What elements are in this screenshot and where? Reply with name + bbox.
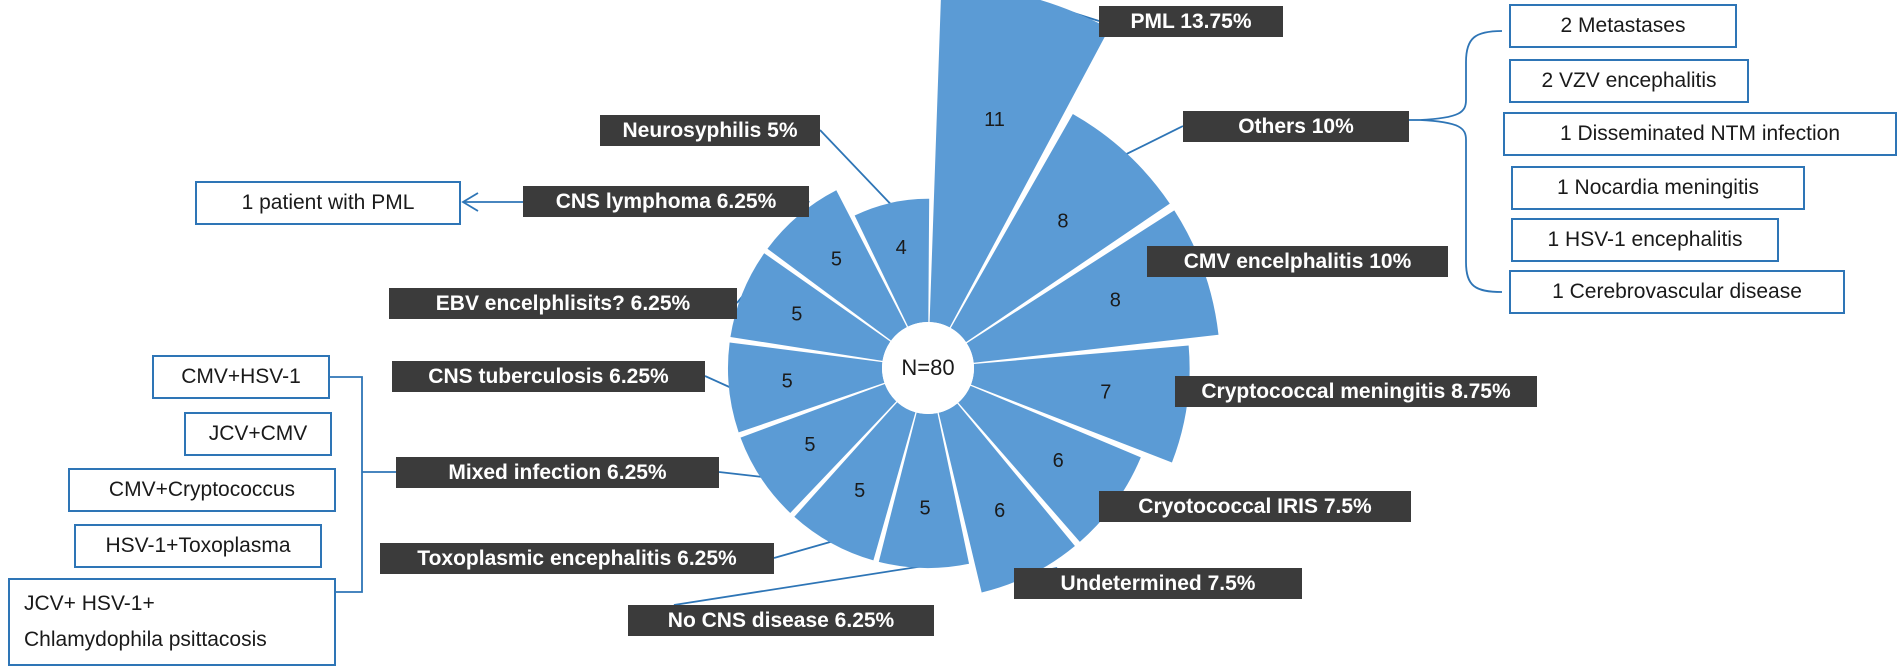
category-label: Neurosyphilis 5% [600, 115, 820, 146]
category-label: Cryotococcal IRIS 7.5% [1099, 491, 1411, 522]
mixed-detail-box: CMV+HSV-1 [152, 355, 330, 399]
value-label: 6 [1053, 450, 1064, 472]
value-label: 5 [804, 434, 815, 456]
mixed-detail-box: HSV-1+Toxoplasma [74, 524, 322, 568]
category-label: CNS lymphoma 6.25% [523, 186, 809, 217]
category-label: PML 13.75% [1099, 6, 1283, 37]
others-detail-box: 2 Metastases [1509, 4, 1737, 48]
center-circle [882, 322, 974, 414]
mixed-detail-box: JCV+CMV [184, 412, 332, 456]
category-label: Cryptococcal meningitis 8.75% [1175, 376, 1537, 407]
value-label: 5 [919, 498, 930, 520]
value-label: 4 [896, 237, 907, 259]
bar-segment [950, 113, 1170, 343]
bar-segment [727, 342, 885, 433]
value-label: 5 [831, 248, 842, 270]
bar-segment [730, 253, 891, 361]
bar-segment [767, 190, 907, 341]
category-label: Toxoplasmic encephalitis 6.25% [380, 543, 774, 574]
bar-segment [970, 345, 1190, 463]
value-label: 11 [984, 109, 1005, 131]
others-detail-box: 1 Cerebrovascular disease [1509, 270, 1845, 314]
bar-segment [878, 412, 970, 568]
value-label: 5 [782, 370, 793, 392]
category-label: CMV encelphalitis 10% [1147, 246, 1448, 277]
lymphoma-arrow-head [461, 192, 479, 212]
bar-segment [929, 0, 1110, 328]
value-label: 5 [791, 303, 802, 325]
bar-segment [958, 385, 1141, 542]
leader-line [819, 129, 893, 206]
others-detail-box: 1 Nocardia meningitis [1511, 166, 1805, 210]
value-labels: 11 8 8 7 6 6 5 5 5 5 5 5 4 [782, 109, 1121, 522]
value-label: 7 [1100, 382, 1111, 404]
bar-segment [794, 402, 916, 561]
mixed-detail-box: JCV+ HSV-1+Chlamydophila psittacosis [8, 578, 336, 666]
lymphoma-note-box: 1 patient with PML [195, 181, 461, 225]
value-label: 6 [994, 500, 1005, 522]
mixed-bracket [330, 376, 363, 593]
mixed-detail-box: CMV+Cryptococcus [68, 468, 336, 512]
leader-line [673, 565, 924, 606]
category-label: No CNS disease 6.25% [628, 605, 934, 636]
category-label: EBV encelphlisits? 6.25% [389, 288, 737, 319]
category-label: Mixed infection 6.25% [396, 457, 719, 488]
category-label: Undetermined 7.5% [1014, 568, 1302, 599]
leader-line [773, 540, 833, 559]
value-label: 8 [1057, 210, 1068, 232]
category-label: CNS tuberculosis 6.25% [392, 361, 705, 392]
category-label: Others 10% [1183, 111, 1409, 142]
bar-segment [740, 384, 897, 513]
leader-line [1124, 125, 1184, 156]
bar-segment [938, 403, 1075, 593]
others-detail-box: 1 HSV-1 encephalitis [1511, 218, 1779, 262]
leader-line [704, 375, 732, 389]
chart-center: N=80 [882, 322, 974, 414]
center-label: N=80 [901, 355, 954, 380]
others-detail-box: 2 VZV encephalitis [1509, 59, 1749, 103]
bar-segment [854, 198, 930, 327]
others-detail-box: 1 Disseminated NTM infection [1503, 112, 1897, 156]
value-label: 8 [1110, 290, 1121, 312]
leader-line [718, 471, 763, 478]
value-label: 5 [854, 480, 865, 502]
